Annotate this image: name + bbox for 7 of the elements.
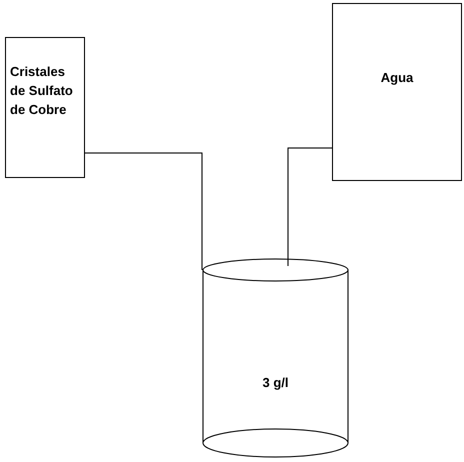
process-box: [5, 37, 85, 178]
process-box: [332, 3, 462, 181]
box-label: Cristales de Sulfato de Cobre: [10, 63, 74, 119]
connector-line: [84, 152, 202, 270]
box-label: Agua: [380, 69, 414, 87]
connector-line: [288, 148, 332, 266]
concentration-label: 3 g/l: [261, 374, 290, 392]
